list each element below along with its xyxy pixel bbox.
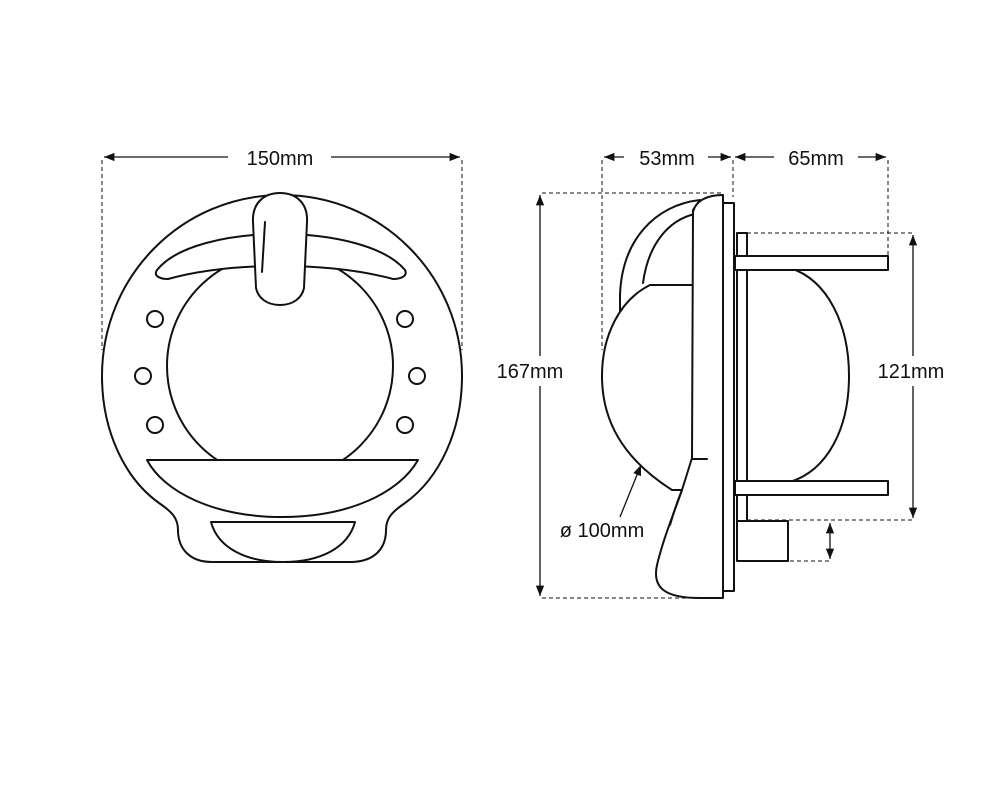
dim-width-label: 150mm (247, 148, 314, 170)
dimensions: 150mm 53mm 65mm 167mm 121mm ø 100mm (101, 142, 954, 599)
side-base-plate (655, 194, 724, 599)
side-upper-bump-inner (642, 213, 696, 284)
rear-dome (746, 267, 850, 483)
mount-hole-right-bottom (396, 416, 414, 434)
dim-diameter-leader (619, 464, 642, 518)
front-view (101, 192, 463, 563)
bracket-arm-bottom (734, 480, 889, 496)
rear-plate (722, 202, 735, 592)
mount-hole-left-bottom (146, 416, 164, 434)
dim-bracket-depth-label: 65mm (788, 148, 844, 170)
dim-height-label: 167mm (497, 361, 564, 383)
dim-bracket-spacing-label: 121mm (878, 361, 945, 383)
bracket-plate (736, 232, 748, 522)
mount-hole-left-top (146, 310, 164, 328)
mount-hole-right-top (396, 310, 414, 328)
side-dome (601, 284, 694, 491)
lower-block (736, 520, 789, 562)
spike-inner-line (261, 221, 266, 273)
side-view (601, 194, 889, 599)
dim-body-depth-label: 53mm (639, 148, 695, 170)
side-base-curve (669, 489, 683, 526)
dim-diameter-label: ø 100mm (560, 520, 644, 542)
mount-hole-right-mid (408, 367, 426, 385)
bottom-lip (210, 521, 356, 563)
top-spike (251, 192, 309, 306)
mount-hole-left-mid (134, 367, 152, 385)
bracket-arm-top (734, 255, 889, 271)
lower-visor (146, 459, 419, 518)
